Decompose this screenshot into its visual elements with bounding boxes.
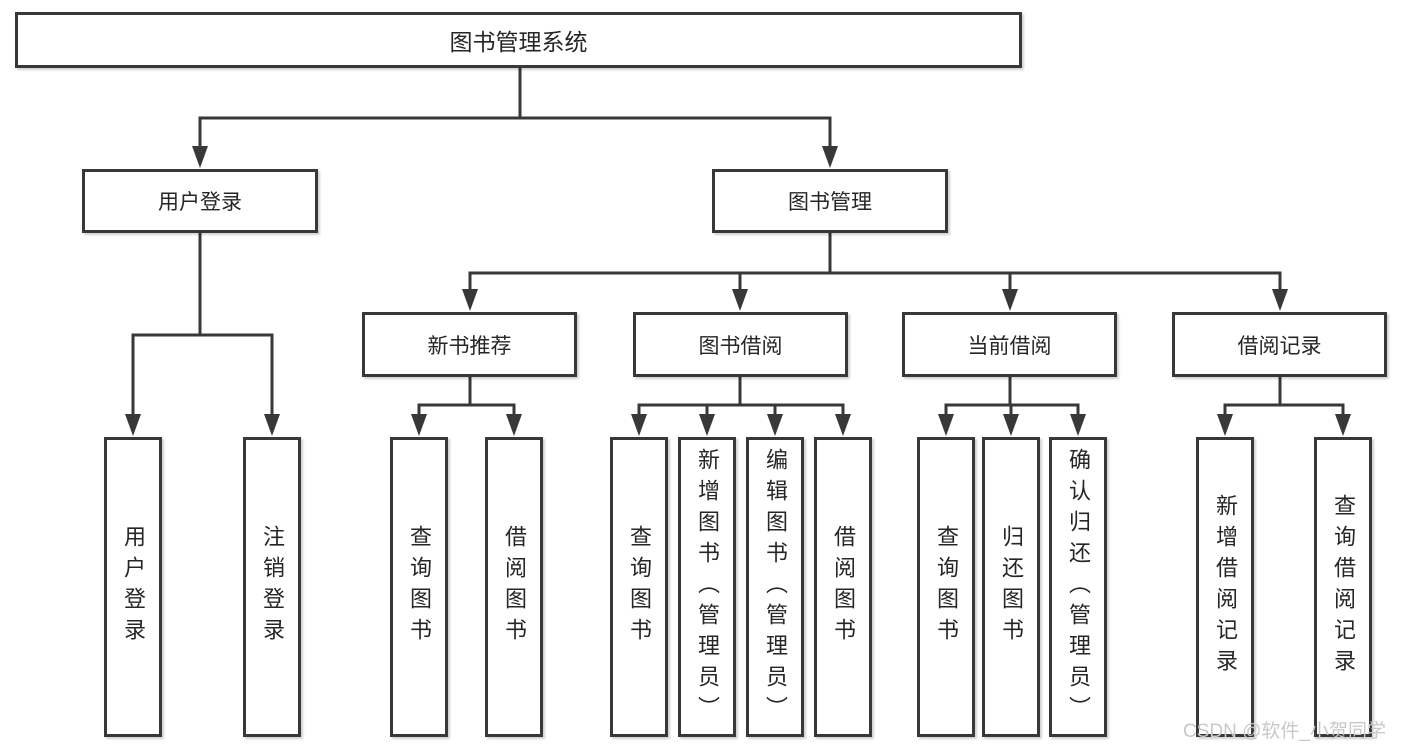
connector-records-to-leaves (1223, 375, 1345, 422)
arrow-icon (938, 414, 954, 436)
node-borrowing-records: 借阅记录 (1172, 312, 1387, 377)
arrow-icon (506, 414, 522, 436)
arrow-icon (1002, 289, 1018, 311)
leaf-confirm-return-admin: 确认归还（管理员） (1049, 437, 1107, 737)
arrowheads (125, 146, 1351, 436)
node-root-library-system: 图书管理系统 (15, 12, 1022, 68)
leaf-query-books-current: 查询图书 (917, 437, 975, 737)
node-book-management: 图书管理 (712, 169, 948, 233)
arrow-icon (732, 289, 748, 311)
node-book-borrowing: 图书借阅 (633, 312, 848, 377)
connector-newbook-to-leaves (417, 375, 516, 422)
arrow-icon (767, 414, 783, 436)
connector-borrow-to-leaves (637, 375, 845, 422)
arrow-icon (822, 146, 838, 168)
arrow-icon (462, 289, 478, 311)
arrow-icon (699, 414, 715, 436)
arrow-icon (631, 414, 647, 436)
arrow-icon (1217, 414, 1233, 436)
arrow-icon (1070, 414, 1086, 436)
leaf-add-borrow-record: 新增借阅记录 (1196, 437, 1254, 737)
leaf-user-login: 用户登录 (104, 437, 162, 737)
arrow-icon (192, 146, 208, 168)
node-current-borrowing: 当前借阅 (902, 312, 1117, 377)
leaf-borrow-books: 借阅图书 (814, 437, 872, 737)
arrow-icon (1335, 414, 1351, 436)
arrow-icon (264, 414, 280, 436)
arrow-icon (411, 414, 427, 436)
connector-root-to-level2 (198, 66, 832, 154)
leaf-add-books-admin: 新增图书（管理员） (678, 437, 736, 737)
node-user-login: 用户登录 (82, 169, 318, 233)
arrow-icon (1003, 414, 1019, 436)
leaf-borrow-books-recommend: 借阅图书 (485, 437, 543, 737)
leaf-edit-books-admin: 编辑图书（管理员） (746, 437, 804, 737)
leaf-query-books-borrow: 查询图书 (610, 437, 668, 737)
leaf-query-books-recommend: 查询图书 (390, 437, 448, 737)
connector-current-to-leaves (944, 375, 1080, 422)
connector-bookmgmt-to-level3 (468, 231, 1282, 298)
node-new-book-recommend: 新书推荐 (362, 312, 577, 377)
arrow-icon (125, 414, 141, 436)
leaf-logout: 注销登录 (243, 437, 301, 737)
connector-userlogin-to-leaves (131, 231, 274, 422)
arrow-icon (835, 414, 851, 436)
leaf-query-borrow-record: 查询借阅记录 (1314, 437, 1372, 737)
csdn-watermark: CSDN @软件_小贺同学 (1183, 721, 1386, 742)
leaf-return-books: 归还图书 (982, 437, 1040, 737)
arrow-icon (1272, 289, 1288, 311)
